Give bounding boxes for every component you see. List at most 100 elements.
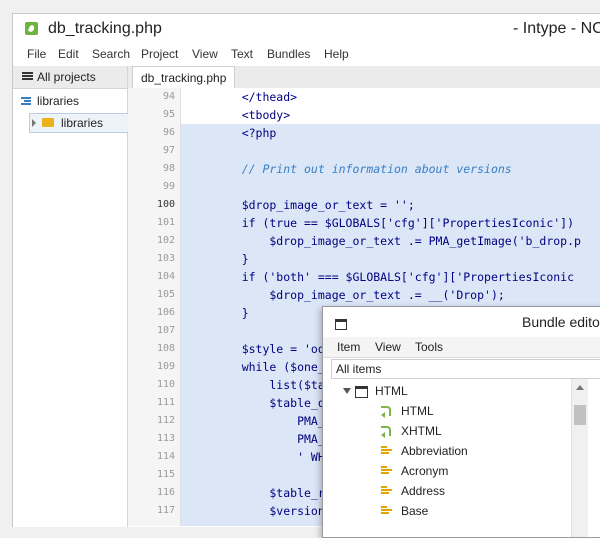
menu-edit[interactable]: Edit [58, 47, 79, 61]
code-line[interactable]: 98 // Print out information about versio… [128, 160, 600, 178]
menu-search[interactable]: Search [92, 47, 131, 61]
line-number: 116 [156, 487, 175, 498]
bundle-tree-item[interactable]: Address [331, 481, 571, 501]
snippet-icon [381, 406, 392, 418]
line-number: 104 [156, 271, 175, 282]
menu-help[interactable]: Help [324, 47, 349, 61]
code-text: $style = 'odd' [214, 342, 339, 356]
tab-db-tracking[interactable]: db_tracking.php [132, 66, 235, 89]
line-number: 110 [156, 379, 175, 390]
code-line[interactable]: 107 [128, 322, 600, 340]
line-number: 112 [156, 415, 175, 426]
menu-bundles[interactable]: Bundles [267, 47, 311, 61]
code-line[interactable]: 116 $table_res [128, 484, 600, 502]
code-text: while ($one_re [214, 360, 339, 374]
code-line[interactable]: 106 } [128, 304, 600, 322]
bundle-tree-scrollbar[interactable] [571, 379, 588, 537]
bundle-tree-label: Address [401, 484, 446, 498]
code-text: ' WHE [214, 450, 332, 464]
project-root-label: libraries [37, 94, 80, 108]
sidebar-header[interactable]: All projects [13, 66, 127, 89]
code-line[interactable]: 102 $drop_image_or_text .= PMA_getImage(… [128, 232, 600, 250]
bundle-editor-menu: Item View Tools [323, 337, 600, 358]
code-line[interactable]: 111 $table_que [128, 394, 600, 412]
menu-text[interactable]: Text [231, 47, 254, 61]
bundle-editor-window: Bundle edito Item View Tools All items H… [322, 306, 600, 538]
code-line[interactable]: 115 [128, 466, 600, 484]
code-line[interactable]: 99 [128, 178, 600, 196]
line-number: 100 [156, 199, 175, 210]
expand-arrow-icon[interactable] [32, 119, 36, 127]
scroll-thumb[interactable] [574, 405, 586, 425]
folder-icon [42, 118, 54, 127]
code-line[interactable]: 117 $version_d [128, 502, 600, 520]
command-icon [381, 466, 392, 475]
line-number: 111 [156, 397, 175, 408]
code-line[interactable]: 103 } [128, 250, 600, 268]
menu-view[interactable]: View [375, 340, 401, 354]
command-icon [381, 506, 392, 515]
bundle-tree-label: HTML [375, 384, 408, 398]
line-number: 115 [156, 469, 175, 480]
code-text: $drop_image_or_text .= PMA_getImage('b_d… [214, 234, 581, 248]
code-line[interactable]: 97 [128, 142, 600, 160]
line-number: 101 [156, 217, 175, 228]
intype-logo-icon [25, 22, 38, 35]
code-line[interactable]: 95 <tbody> [128, 106, 600, 124]
code-text: } [214, 306, 249, 320]
project-icon [21, 97, 31, 106]
code-text: $table_res [214, 486, 339, 500]
line-number-gutter [128, 88, 181, 526]
command-icon [381, 486, 392, 495]
line-number: 102 [156, 235, 175, 246]
code-text: $version_d [214, 504, 339, 518]
code-text: </thead> [214, 90, 298, 104]
bundle-tree-label: XHTML [401, 424, 442, 438]
menu-file[interactable]: File [27, 47, 47, 61]
menu-tools[interactable]: Tools [415, 340, 444, 354]
item-filter-select[interactable]: All items [331, 359, 600, 379]
bundle-tree-label: Abbreviation [401, 444, 468, 458]
sidebar-item-libraries[interactable]: libraries [29, 113, 131, 133]
bundle-tree-item[interactable]: Base [331, 501, 571, 521]
sidebar-item-label: libraries [61, 116, 104, 130]
bundle-tree-label: HTML [401, 404, 434, 418]
line-number: 107 [156, 325, 175, 336]
bundle-tree-item[interactable]: Acronym [331, 461, 571, 481]
code-text: // Print out information about versions [214, 162, 512, 176]
code-line[interactable]: 94 </thead> [128, 88, 600, 106]
line-number: 117 [156, 505, 175, 516]
code-text: list($tabl [214, 378, 339, 392]
menu-item[interactable]: Item [337, 340, 361, 354]
line-number: 113 [156, 433, 175, 444]
code-text: } [214, 252, 249, 266]
scroll-up-arrow-icon[interactable] [576, 385, 584, 390]
line-number: 105 [156, 289, 175, 300]
code-text: if (true == $GLOBALS['cfg']['PropertiesI… [214, 216, 575, 230]
menu-bar: File Edit Search Project View Text Bundl… [13, 44, 600, 66]
code-text: if ('both' === $GLOBALS['cfg']['Properti… [214, 270, 575, 284]
code-line[interactable]: 110 list($tabl [128, 376, 600, 394]
title-bar: db_tracking.php - Intype - NC [13, 14, 600, 44]
menu-project[interactable]: Project [141, 47, 179, 61]
project-root[interactable]: libraries [21, 94, 79, 108]
code-line[interactable]: 100 $drop_image_or_text = ''; [128, 196, 600, 214]
code-line[interactable]: 101 if (true == $GLOBALS['cfg']['Propert… [128, 214, 600, 232]
line-number: 114 [156, 451, 175, 462]
code-line[interactable]: 105 $drop_image_or_text .= __('Drop'); [128, 286, 600, 304]
line-number: 95 [162, 109, 175, 120]
tab-bar: db_tracking.php [128, 66, 600, 89]
bundle-tree-item[interactable]: HTML [331, 381, 571, 401]
code-line[interactable]: 104 if ('both' === $GLOBALS['cfg']['Prop… [128, 268, 600, 286]
line-number: 94 [162, 91, 175, 102]
bundle-tree-item[interactable]: HTML [331, 401, 571, 421]
bundle-tree-item[interactable]: Abbreviation [331, 441, 571, 461]
code-line[interactable]: 96 <?php [128, 124, 600, 142]
window-app-title: - Intype - NC [513, 20, 600, 37]
collapse-arrow-icon[interactable] [343, 388, 351, 394]
menu-view[interactable]: View [192, 47, 218, 61]
sidebar-header-label: All projects [37, 70, 96, 84]
tab-label: db_tracking.php [141, 71, 227, 85]
bundle-tree-item[interactable]: XHTML [331, 421, 571, 441]
line-number: 103 [156, 253, 175, 264]
